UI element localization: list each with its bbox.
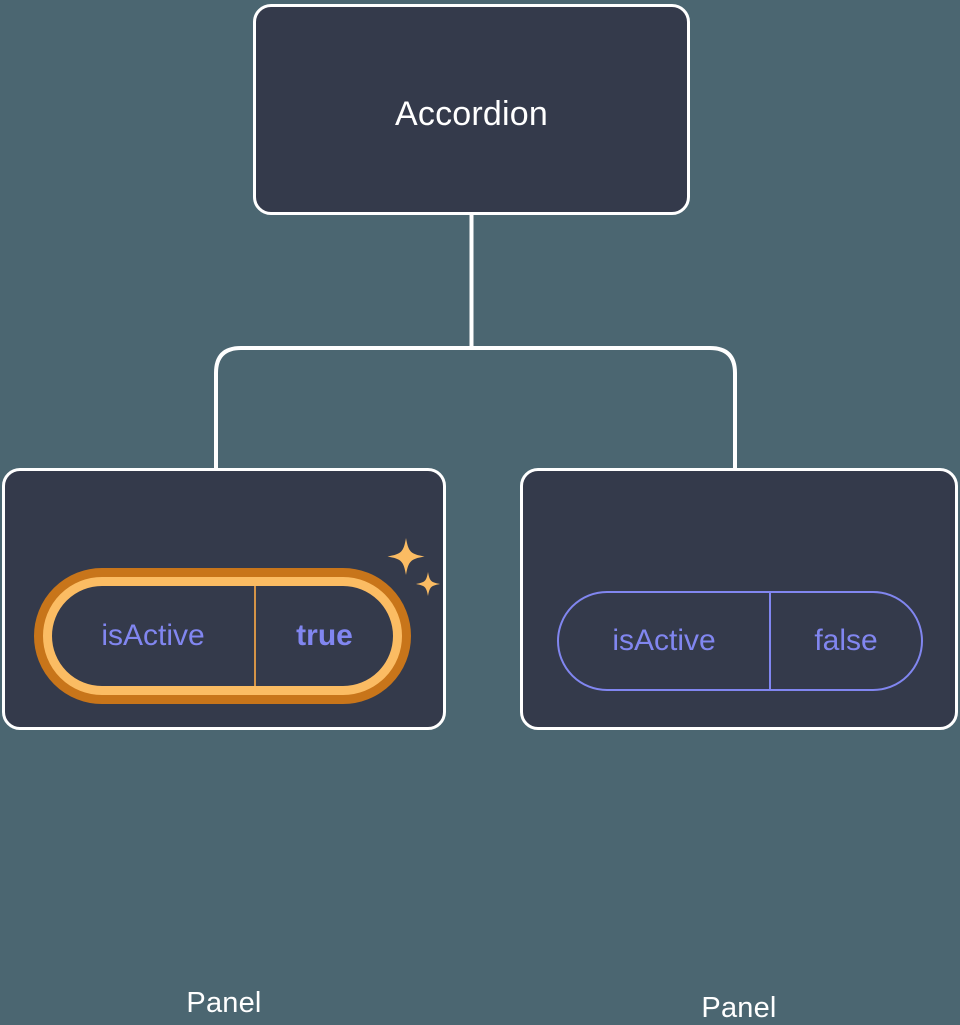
prop-value-isactive-true: true xyxy=(254,586,393,686)
connector-branch-bar xyxy=(214,346,737,470)
node-title-panel-active: Panel xyxy=(186,987,262,1019)
prop-key-isactive-true: isActive xyxy=(101,619,205,652)
node-title-panel-inactive: Panel xyxy=(701,992,777,1024)
node-title-accordion: Accordion xyxy=(395,95,548,133)
prop-key-isactive-false: isActive xyxy=(612,624,716,657)
prop-pill-isactive-true[interactable]: isActive true xyxy=(34,568,411,704)
prop-value-isactive-false: false xyxy=(769,593,921,689)
prop-pill-inner-ring: isActive true xyxy=(43,577,402,695)
prop-pill-isactive-false[interactable]: isActive false xyxy=(557,591,923,691)
component-tree-diagram: Accordion Panel isActive true Panel isAc… xyxy=(2,4,958,1024)
tree-node-accordion[interactable]: Accordion xyxy=(253,4,690,215)
